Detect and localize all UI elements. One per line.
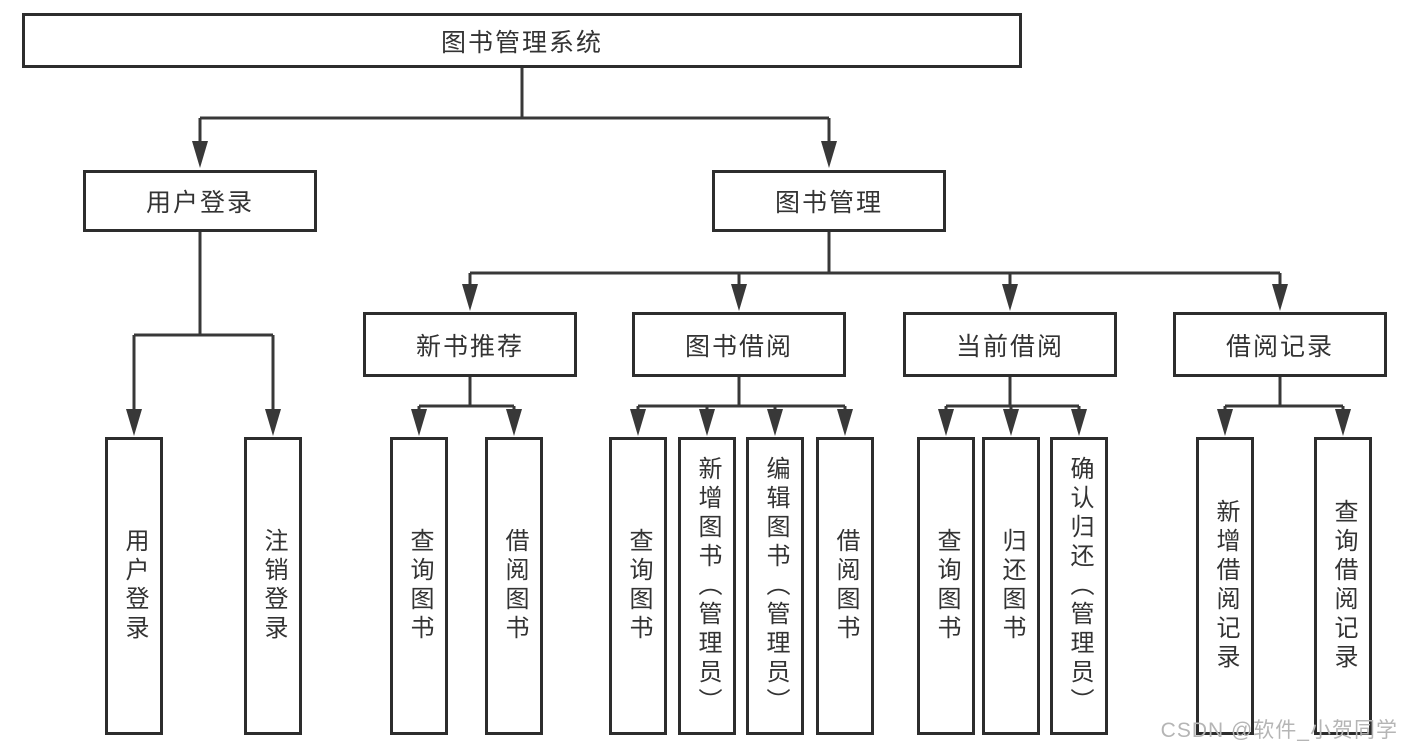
node-root: 图书管理系统 [22,13,1022,68]
leaf-query-books-recommend: 查询图书 [390,437,448,735]
node-book-management: 图书管理 [712,170,946,232]
node-new-book-recommend: 新书推荐 [363,312,577,377]
leaf-query-books-current: 查询图书 [917,437,975,735]
leaf-return-book: 归还图书 [982,437,1040,735]
node-borrow-records: 借阅记录 [1173,312,1387,377]
leaf-query-borrow-record: 查询借阅记录 [1314,437,1372,735]
leaf-add-borrow-record: 新增借阅记录 [1196,437,1254,735]
node-user-login: 用户登录 [83,170,317,232]
leaf-borrow-books-recommend: 借阅图书 [485,437,543,735]
leaf-add-book-admin: 新增图书（管理员） [678,437,736,735]
node-current-borrow: 当前借阅 [903,312,1117,377]
leaf-logout: 注销登录 [244,437,302,735]
watermark: CSDN @软件_小贺同学 [1160,719,1398,742]
leaf-borrow-books: 借阅图书 [816,437,874,735]
leaf-query-books-borrow: 查询图书 [609,437,667,735]
leaf-confirm-return-admin: 确认归还（管理员） [1050,437,1108,735]
leaf-user-login: 用户登录 [105,437,163,735]
arrowheads [126,141,1351,436]
leaf-edit-book-admin: 编辑图书（管理员） [746,437,804,735]
node-book-borrow: 图书借阅 [632,312,846,377]
